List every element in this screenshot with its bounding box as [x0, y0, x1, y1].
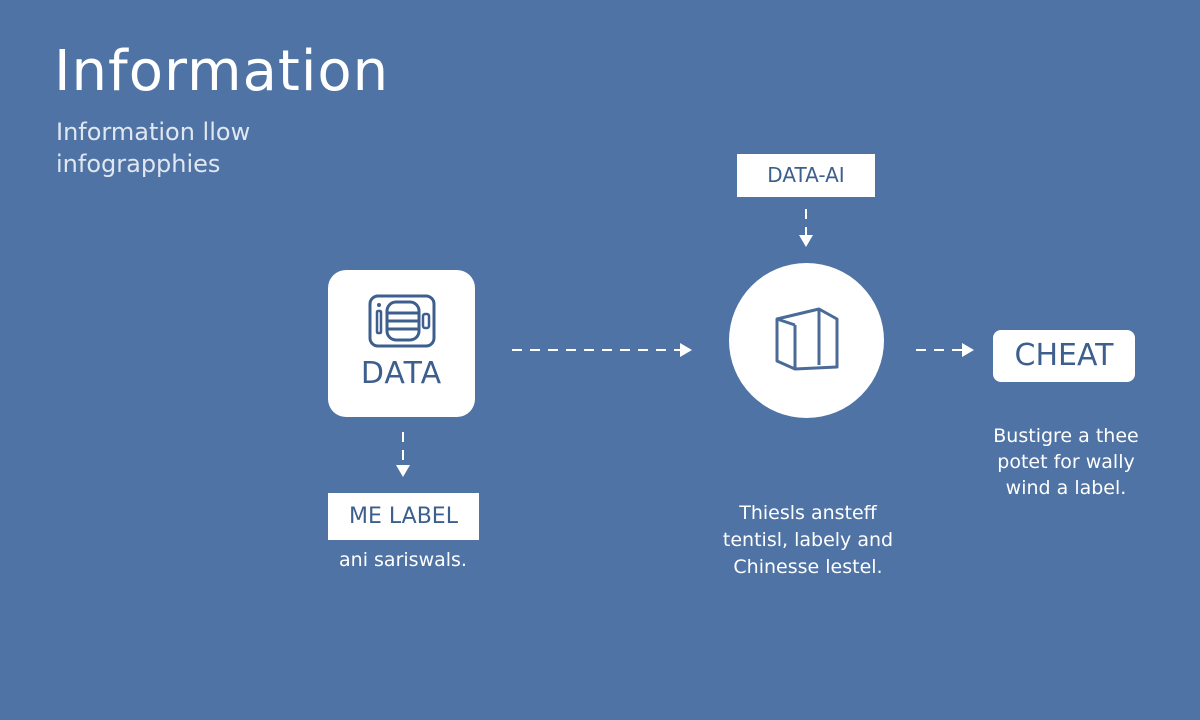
ai-caption-line-2: tentisl, labely and — [722, 529, 894, 551]
data-node-label: DATA — [360, 356, 443, 391]
data-ai-label-box: DATA-AI — [737, 154, 875, 197]
me-label-box: ME LABEL — [328, 493, 479, 540]
arrowhead-dataai-to-ai — [799, 235, 813, 247]
subtitle-line-2: infograpphies — [56, 150, 221, 178]
diagram-subtitle: Information llow infograpphies — [56, 116, 250, 180]
arrowhead-data-to-label — [396, 465, 410, 477]
box-3d-icon — [775, 307, 839, 371]
cheat-caption: Bustigre a thee potet for wally wind a l… — [982, 423, 1150, 501]
cheat-caption-line-2: potet for wally — [997, 451, 1135, 473]
diagram-title: Information — [54, 39, 390, 104]
ai-caption-line-3: Chinesse lestel. — [733, 556, 883, 578]
database-card-icon — [368, 294, 436, 348]
ai-caption: Thiesls ansteff tentisl, labely and Chin… — [700, 500, 916, 581]
subtitle-line-1: Information llow — [56, 118, 251, 146]
cheat-caption-line-1: Bustigre a thee — [993, 425, 1139, 447]
data-node: DATA — [328, 270, 475, 417]
data-caption: ani sariswals. — [339, 549, 467, 571]
arrowhead-data-to-ai — [680, 343, 692, 357]
cheat-node: CHEAT — [993, 330, 1135, 382]
ai-caption-line-1: Thiesls ansteff — [739, 502, 877, 524]
arrowhead-ai-to-cheat — [962, 343, 974, 357]
cheat-caption-line-3: wind a label. — [1005, 477, 1127, 499]
ai-node — [729, 263, 884, 418]
